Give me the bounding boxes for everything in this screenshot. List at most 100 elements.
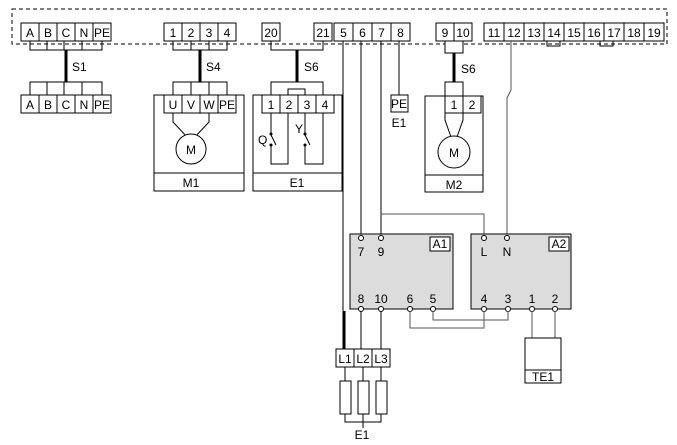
te1-sensor	[524, 337, 562, 371]
a1-name: A1	[433, 237, 448, 251]
a2-bottom-pin-label-3: 2	[552, 292, 559, 306]
lower-abc-label-0: A	[26, 98, 34, 112]
main-11-19-label-2: 13	[527, 26, 541, 40]
m1-term-label-1: V	[187, 98, 195, 112]
m2-term-cell-1	[462, 95, 482, 114]
pe-terminal	[390, 94, 409, 113]
pe-terminal-label: PE	[391, 97, 407, 111]
main-1234-label-0: 1	[170, 26, 177, 40]
m1-term-label-3: PE	[219, 98, 235, 112]
s1-cable-label: S1	[72, 60, 87, 74]
main-11-19-label-5: 16	[587, 26, 601, 40]
main-1234-label-1: 2	[188, 26, 195, 40]
a2-bottom-pin-label-1: 3	[505, 292, 512, 306]
main-11-19-label-4: 15	[567, 26, 581, 40]
heater-phase-label-0: L1	[338, 352, 352, 366]
a2-top-pin-1	[504, 235, 510, 241]
main-9-10-label-0: 9	[442, 26, 449, 40]
heater-phase-label-2: L3	[374, 352, 388, 366]
jumper-17-18	[599, 41, 614, 47]
main-terminal-strip	[11, 8, 668, 45]
main-abc-label-1: B	[44, 26, 52, 40]
main-11-19-label-3: 14	[547, 26, 561, 40]
a2-bottom-pin-label-2: 1	[529, 292, 536, 306]
main-5-8-label-0: 5	[340, 26, 347, 40]
e1-term-label-0: 1	[268, 98, 275, 112]
a1-bottom-pin-label-2: 6	[407, 292, 414, 306]
s6-m2-connection	[444, 40, 464, 97]
main-1234-label-2: 3	[206, 26, 213, 40]
heater-element-2	[375, 380, 388, 415]
m1-term-cell-3	[217, 94, 237, 114]
main-1234-label-3: 4	[224, 26, 231, 40]
main-9-10-label-1: 10	[456, 26, 470, 40]
a1-top-pin-1	[378, 235, 384, 241]
switch-y	[304, 113, 324, 165]
m1-term-label-0: U	[169, 98, 178, 112]
a1-bottom-pin-0	[358, 306, 364, 312]
main-11-19-label-8: 19	[647, 26, 661, 40]
main-21-label-0: 21	[316, 26, 330, 40]
m2-term-label-0: 1	[451, 98, 458, 112]
main-terminals-9-10: 9 10	[435, 22, 473, 42]
pe-terminal-sub: E1	[392, 116, 407, 130]
lower-abc-label-3: N	[80, 98, 89, 112]
main-20-label-0: 20	[264, 26, 278, 40]
a1-bottom-pin-2	[407, 306, 413, 312]
switch-q	[270, 113, 289, 165]
s6-m2-cable-label: S6	[461, 62, 476, 76]
a2-bottom-pin-2	[529, 306, 535, 312]
e1-label: E1	[290, 176, 305, 190]
s4-connection	[172, 41, 228, 95]
m1-motor-label: M	[186, 143, 196, 157]
main-11-19-label-6: 17	[607, 26, 621, 40]
main-abc-label-0: A	[26, 26, 34, 40]
heater-element-1	[357, 380, 370, 415]
a1-bottom-pin-3	[430, 306, 436, 312]
main-abc-label-2: C	[62, 26, 71, 40]
m2-term-label-1: 2	[469, 98, 476, 112]
main-5-8-label-2: 7	[378, 26, 385, 40]
switch-q-label: Q	[258, 133, 267, 147]
a2-bottom-pin-label-0: 4	[481, 292, 488, 306]
a1-top-pin-label-1: 9	[378, 245, 385, 259]
a2-name: A2	[552, 237, 567, 251]
main-11-19-label-0: 11	[488, 26, 501, 40]
te1-label: TE1	[532, 370, 554, 384]
a1-bottom-pin-1	[378, 306, 384, 312]
main-11-19-label-1: 12	[507, 26, 521, 40]
a1-top-pin-label-0: 7	[358, 245, 365, 259]
a2-bottom-pin-1	[505, 306, 511, 312]
main-abc-label-4: PE	[94, 26, 110, 40]
e1-term-cell-3	[315, 94, 335, 114]
a2-top-pin-label-0: L	[481, 245, 488, 259]
e1-term-label-3: 4	[322, 98, 329, 112]
m1-term-label-2: W	[203, 98, 215, 112]
main-5-8-label-3: 8	[397, 26, 404, 40]
s4-cable-label: S4	[206, 60, 221, 74]
main-5-8-cell-3	[390, 22, 411, 42]
m1-label: M1	[183, 176, 200, 190]
a1-bottom-pin-label-3: 5	[430, 292, 437, 306]
main-11-19-cell-8	[643, 22, 665, 42]
lower-abc-label-1: B	[44, 98, 52, 112]
a2-bottom-pin-0	[481, 306, 487, 312]
m1-motor-symbol	[175, 133, 207, 165]
heater-label: E1	[355, 428, 370, 442]
lower-abc-label-2: C	[62, 98, 71, 112]
jumper-14-15	[546, 41, 561, 47]
m2-label: M2	[446, 178, 463, 192]
a1-bottom-pin-label-1: 10	[374, 292, 388, 306]
a1-bottom-pin-label-0: 8	[358, 292, 365, 306]
m2-motor-symbol	[437, 135, 471, 169]
